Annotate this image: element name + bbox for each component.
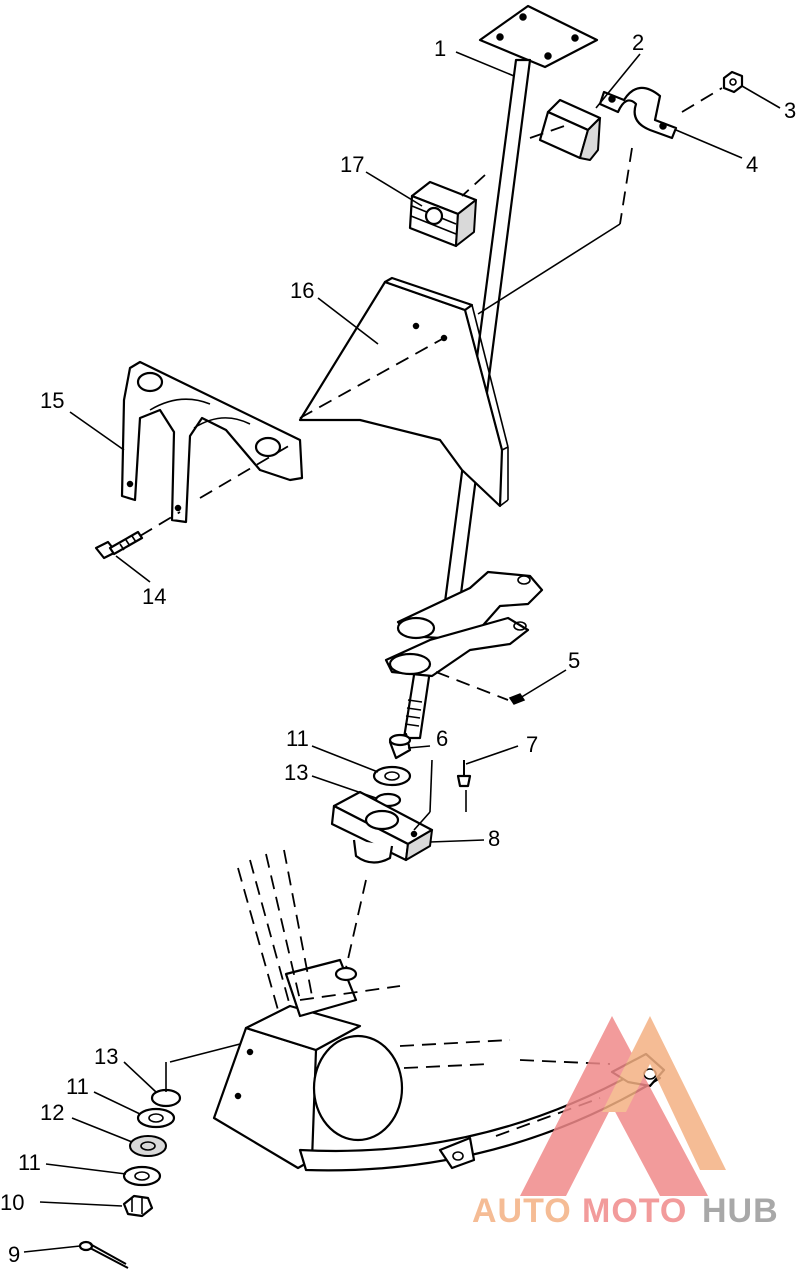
watermark-text-hub: HUB	[702, 1192, 779, 1230]
axle-frame	[212, 958, 666, 1172]
callout-11-upper: 11	[286, 726, 309, 751]
watermark-triangle-inner	[602, 1016, 726, 1170]
callout-16: 16	[290, 278, 314, 303]
watermark-logo: AUTO MOTO HUB	[472, 1016, 779, 1230]
callout-3: 3	[784, 98, 796, 123]
callout-11-lower-b: 11	[18, 1150, 41, 1175]
callout-17: 17	[340, 152, 364, 177]
lock-washer-12	[129, 1135, 167, 1157]
bearing-block	[330, 790, 434, 864]
mounting-plate	[298, 276, 509, 508]
assembly-lines	[139, 87, 723, 1137]
callout-11-lower-a: 11	[66, 1074, 89, 1099]
screw-7	[456, 760, 472, 788]
callout-15: 15	[40, 388, 64, 413]
washer-11-lower-a	[136, 1107, 176, 1129]
bolt-14	[94, 530, 144, 560]
callout-13-upper: 13	[284, 760, 308, 785]
leader-lines	[23, 51, 781, 1253]
washer-11-lower-b	[122, 1165, 162, 1187]
block-bushing	[408, 180, 478, 248]
callout-labels: 1 2 3 4 5 6 7 8 9 10 11 11 11 12 13 13 1…	[0, 30, 796, 1267]
flange-plate	[384, 570, 544, 678]
callout-6: 6	[436, 726, 448, 751]
cotter-pin-9	[78, 1240, 129, 1269]
fitting-6	[388, 732, 412, 760]
callout-4: 4	[746, 152, 758, 177]
castle-nut-10	[122, 1194, 154, 1218]
pin-5	[508, 693, 526, 705]
callout-9: 9	[8, 1242, 20, 1267]
callout-12: 12	[40, 1100, 64, 1125]
callout-10: 10	[0, 1190, 24, 1215]
callout-8: 8	[488, 826, 500, 851]
bushing	[538, 98, 602, 161]
washer-11-upper	[372, 765, 412, 787]
bracket	[120, 360, 304, 524]
clamp	[598, 86, 678, 140]
callout-13-lower: 13	[94, 1044, 118, 1069]
washer-13-lower	[150, 1088, 182, 1108]
callout-5: 5	[568, 648, 580, 673]
callout-2: 2	[632, 30, 644, 55]
callout-1: 1	[434, 36, 446, 61]
watermark-text-auto: AUTO	[472, 1192, 572, 1230]
watermark-text-moto: MOTO	[582, 1192, 687, 1230]
nut	[722, 70, 744, 94]
callout-7: 7	[526, 732, 538, 757]
callout-14: 14	[142, 584, 166, 609]
